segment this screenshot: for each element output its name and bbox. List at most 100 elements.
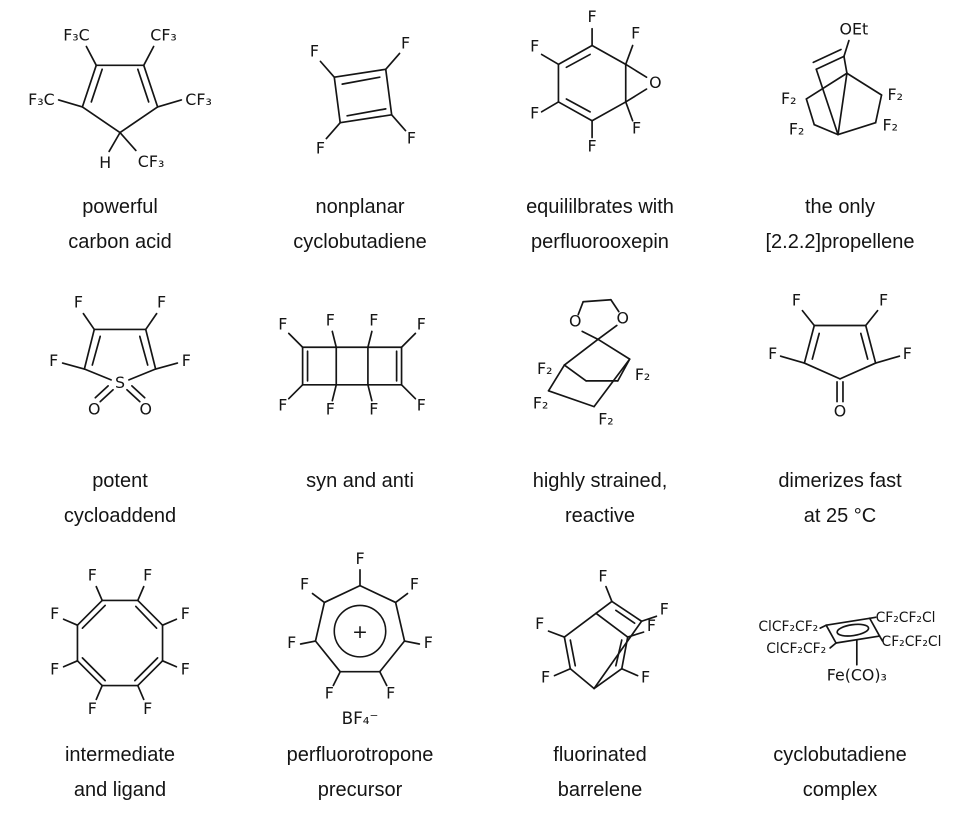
atom-label: ClCF₂CF₂ bbox=[758, 619, 818, 635]
caption: potent cycloaddend bbox=[64, 464, 176, 534]
tetrafluorocyclobutadiene-structure: F F F F bbox=[310, 34, 416, 158]
caption-line: dimerizes fast bbox=[778, 470, 902, 492]
atom-label: F₃C bbox=[63, 26, 90, 45]
atom-label: F bbox=[287, 633, 296, 652]
atom-label: F bbox=[588, 7, 597, 26]
atom-label: OEt bbox=[840, 20, 869, 39]
atom-label: F bbox=[535, 614, 544, 633]
atom-label: O bbox=[649, 73, 661, 92]
cyclobutadiene-iron-complex-structure: ClCF₂CF₂ ClCF₂CF₂ CF₂CF₂Cl CF₂CF₂Cl Fe(C… bbox=[758, 610, 942, 685]
bond-lines bbox=[319, 52, 407, 140]
atom-label: F bbox=[631, 24, 640, 43]
caption-line: reactive bbox=[564, 505, 636, 527]
perfluoro-ketal-cage-structure: O O F₂ F₂ F₂ F₂ bbox=[533, 298, 650, 428]
atom-label: F bbox=[369, 310, 378, 329]
atom-label: F₂ bbox=[781, 89, 796, 108]
caption-line: perfluorooxepin bbox=[531, 231, 669, 253]
caption: highly strained, reactive bbox=[533, 464, 668, 534]
thiophene-dioxide-structure: F F F F S O O bbox=[49, 293, 191, 419]
cyclobutadiene-dimer-structure: F F F F F F F F bbox=[278, 310, 426, 419]
atom-label: F bbox=[903, 344, 912, 363]
caption-line: cyclobutadiene bbox=[773, 744, 907, 766]
caption-line: carbon acid bbox=[68, 231, 172, 253]
caption-line: potent bbox=[92, 470, 148, 492]
atom-label: F bbox=[181, 660, 190, 679]
caption: perfluorotropone precursor bbox=[287, 738, 434, 808]
molecule-cell-octafluoro-cot: F F F F F F F F intermediate and ligand bbox=[0, 550, 240, 824]
caption-line: cycloaddend bbox=[63, 505, 177, 527]
atom-label: F bbox=[632, 119, 641, 138]
caption-line: barrelene bbox=[557, 779, 643, 801]
atom-label: F bbox=[300, 575, 309, 594]
caption-line: nonplanar bbox=[315, 196, 405, 218]
atom-label: O bbox=[88, 400, 100, 419]
atom-label: O bbox=[834, 402, 846, 421]
atom-label: S bbox=[115, 373, 125, 392]
propellene-structure: OEt F₂ F₂ F₂ F₂ bbox=[781, 20, 903, 139]
caption-line: precursor bbox=[317, 779, 403, 801]
molecule-cell-perfluoro-ketal-cage: O O F₂ F₂ F₂ F₂ highly strained, reactiv… bbox=[480, 276, 720, 550]
atom-label: CF₃ bbox=[185, 90, 212, 109]
atom-label: F bbox=[316, 138, 325, 157]
atom-label: F bbox=[88, 566, 97, 585]
caption: powerful carbon acid bbox=[68, 190, 171, 260]
caption: dimerizes fast at 25 °C bbox=[778, 464, 901, 534]
atom-label: F₂ bbox=[598, 409, 613, 428]
atom-label: F bbox=[660, 599, 669, 618]
atom-label: F bbox=[417, 396, 426, 415]
molecule-cell-tetrafluorocyclobutadiene: F F F F nonplanar cyclobutadiene bbox=[240, 2, 480, 276]
atom-label: F bbox=[369, 400, 378, 419]
atom-label: F bbox=[417, 314, 426, 333]
atom-label: ClCF₂CF₂ bbox=[766, 641, 826, 657]
atom-label: F bbox=[143, 699, 152, 718]
caption: the only [2.2.2]propellene bbox=[765, 190, 914, 260]
atom-label: F bbox=[768, 344, 777, 363]
atom-label: F₂ bbox=[887, 85, 902, 104]
atom-label: F bbox=[325, 683, 334, 702]
plus-charge-label: + bbox=[352, 622, 368, 643]
molecule-cell-benzene-oxide: F F F F F F O equililbrates with perfluo… bbox=[480, 2, 720, 276]
caption-line: fluorinated bbox=[553, 744, 647, 766]
metal-fragment-label: Fe(CO)₃ bbox=[827, 666, 887, 685]
caption-line: the only bbox=[804, 196, 876, 218]
caption: syn and anti bbox=[306, 464, 414, 499]
caption-line: at 25 °C bbox=[803, 505, 877, 527]
atom-label: F bbox=[588, 136, 597, 155]
atom-label: CF₂CF₂Cl bbox=[876, 610, 936, 626]
octafluoro-cot-structure: F F F F F F F F bbox=[50, 566, 190, 719]
bond-lines bbox=[547, 298, 631, 408]
atom-label: F bbox=[49, 351, 58, 370]
atom-label: F bbox=[424, 633, 433, 652]
bond-lines bbox=[61, 312, 179, 403]
atom-label: O bbox=[617, 308, 629, 327]
atom-label: F₂ bbox=[789, 120, 804, 139]
atom-label: F bbox=[278, 396, 287, 415]
atom-label: H bbox=[99, 153, 111, 172]
atom-label: F bbox=[355, 550, 364, 568]
bond-lines bbox=[547, 585, 658, 690]
atom-label: F bbox=[326, 400, 335, 419]
caption-line: intermediate bbox=[64, 744, 176, 766]
atom-label: F bbox=[530, 36, 539, 55]
caption: intermediate and ligand bbox=[65, 738, 175, 808]
atom-label: F bbox=[879, 291, 888, 310]
caption-line: equililbrates with bbox=[526, 196, 674, 218]
atom-label: CF₂CF₂Cl bbox=[882, 634, 942, 650]
atom-label: F bbox=[88, 699, 97, 718]
atom-label: F bbox=[407, 128, 416, 147]
bond-lines bbox=[287, 330, 417, 402]
caption: nonplanar cyclobutadiene bbox=[293, 190, 426, 260]
atom-label: F bbox=[792, 291, 801, 310]
atom-label: F bbox=[647, 616, 656, 635]
molecule-cell-thiophene-dioxide: F F F F S O O potent cycloaddend bbox=[0, 276, 240, 550]
molecule-cell-cyclobutadiene-iron-complex: ClCF₂CF₂ ClCF₂CF₂ CF₂CF₂Cl CF₂CF₂Cl Fe(C… bbox=[720, 550, 960, 824]
molecule-cell-cyclopentadienone: F F F F O dimerizes fast at 25 °C bbox=[720, 276, 960, 550]
atom-label: F bbox=[50, 660, 59, 679]
molecule-cell-fluorinated-barrelene: F F F F F F fluorinated barrelene bbox=[480, 550, 720, 824]
atom-label: F₂ bbox=[537, 359, 552, 378]
caption-line: syn and anti bbox=[306, 470, 414, 492]
molecule-cell-cyclobutadiene-dimer: F F F F F F F F syn and anti bbox=[240, 276, 480, 550]
atom-label: F₂ bbox=[883, 116, 898, 135]
atom-label: F bbox=[641, 668, 650, 687]
bond-lines bbox=[779, 309, 901, 403]
